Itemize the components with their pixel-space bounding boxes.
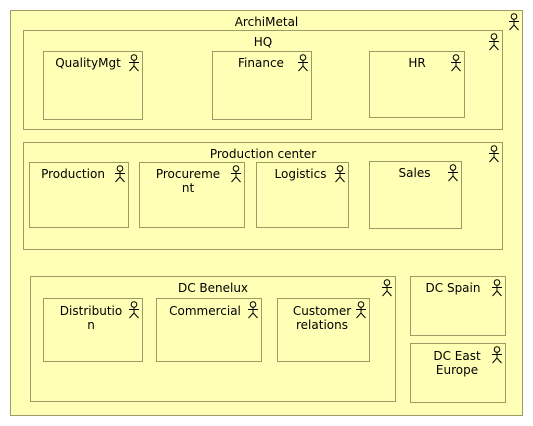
logistics-label: Logistics bbox=[274, 167, 327, 181]
hr-label: HR bbox=[408, 56, 426, 70]
actor-icon bbox=[231, 165, 241, 183]
archimetal-label: ArchiMetal bbox=[234, 15, 299, 29]
actor-icon bbox=[356, 301, 366, 319]
dc-benelux-label: DC Benelux bbox=[177, 281, 249, 295]
dc-east-europe-box[interactable]: DC East Europe bbox=[410, 343, 506, 403]
commercial-label: Commercial bbox=[169, 304, 241, 318]
sales-box[interactable]: Sales bbox=[369, 161, 462, 229]
production-box[interactable]: Production bbox=[29, 162, 129, 228]
production-label: Production bbox=[41, 167, 105, 181]
commercial-box[interactable]: Commercial bbox=[156, 298, 262, 362]
hr-box[interactable]: HR bbox=[369, 51, 465, 118]
production-center-label: Production center bbox=[209, 147, 317, 161]
actor-icon bbox=[509, 13, 519, 31]
customer-relations-box[interactable]: Customer relations bbox=[277, 298, 370, 362]
finance-label: Finance bbox=[238, 56, 284, 70]
actor-icon bbox=[451, 54, 461, 72]
actor-icon bbox=[115, 165, 125, 183]
actor-icon bbox=[298, 54, 308, 72]
dc-spain-box[interactable]: DC Spain bbox=[410, 276, 506, 336]
actor-icon bbox=[129, 54, 139, 72]
qualitymgt-box[interactable]: QualityMgt bbox=[43, 51, 143, 120]
finance-box[interactable]: Finance bbox=[212, 51, 312, 120]
procurement-box[interactable]: Procureme nt bbox=[139, 162, 245, 228]
customer-relations-label: Customer relations bbox=[292, 304, 352, 332]
actor-icon bbox=[448, 164, 458, 182]
actor-icon bbox=[492, 346, 502, 364]
distribution-box[interactable]: Distributio n bbox=[43, 298, 143, 362]
dc-spain-label: DC Spain bbox=[425, 281, 481, 295]
procurement-label: Procureme nt bbox=[155, 167, 221, 195]
logistics-box[interactable]: Logistics bbox=[256, 162, 349, 228]
actor-icon bbox=[382, 279, 392, 297]
distribution-label: Distributio n bbox=[59, 304, 123, 332]
hq-label: HQ bbox=[253, 35, 273, 49]
actor-icon bbox=[335, 165, 345, 183]
actor-icon bbox=[248, 301, 258, 319]
sales-label: Sales bbox=[398, 166, 431, 180]
actor-icon bbox=[489, 145, 499, 163]
actor-icon bbox=[492, 279, 502, 297]
actor-icon bbox=[129, 301, 139, 319]
qualitymgt-label: QualityMgt bbox=[55, 56, 121, 70]
actor-icon bbox=[489, 33, 499, 51]
dc-east-europe-label: DC East Europe bbox=[433, 349, 481, 377]
